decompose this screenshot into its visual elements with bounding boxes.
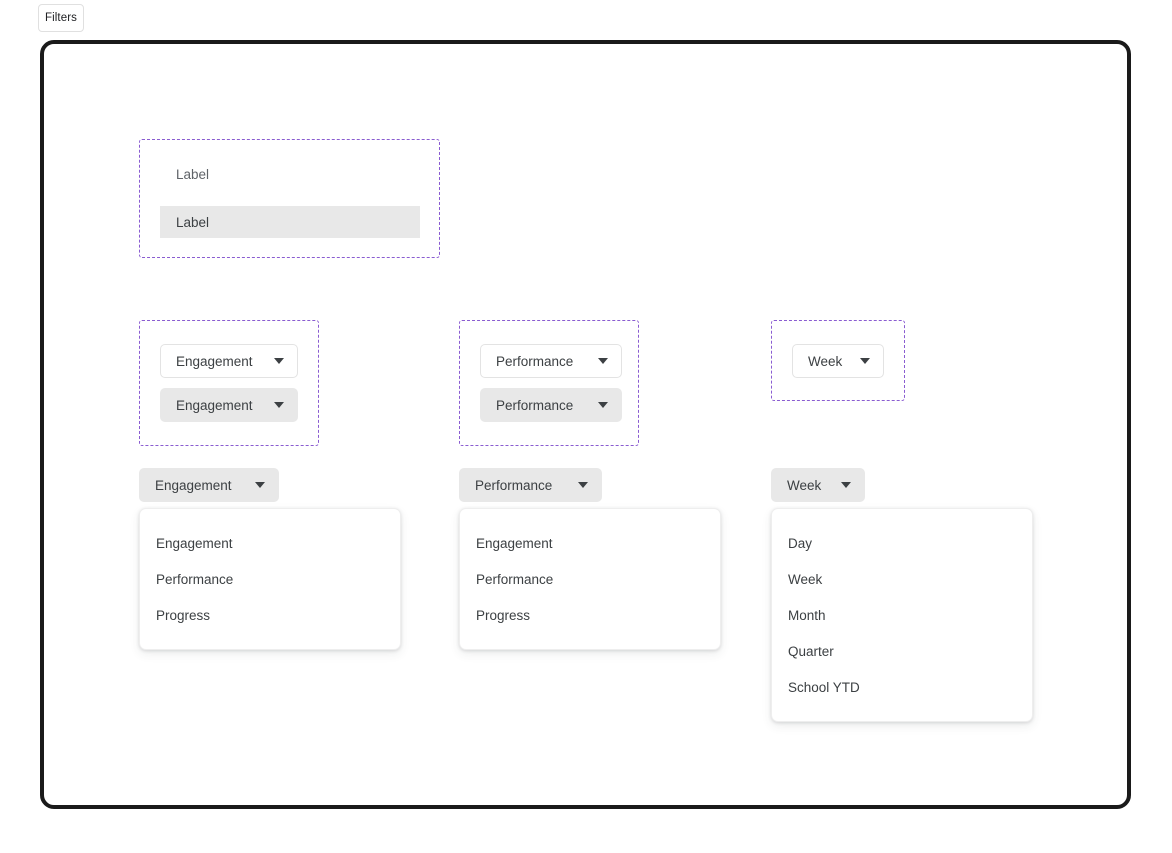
engagement-dropdown-menu: Engagement Performance Progress [139, 508, 401, 650]
chevron-down-icon [841, 482, 851, 488]
menu-item-label: Quarter [788, 643, 834, 659]
engagement-dropdown-hover[interactable]: Engagement [160, 388, 298, 422]
chevron-down-icon [598, 358, 608, 364]
performance-dropdown-hover[interactable]: Performance [480, 388, 622, 422]
chevron-down-icon [274, 402, 284, 408]
chevron-down-icon [578, 482, 588, 488]
menu-item-label: Progress [476, 607, 531, 623]
week-dropdown-open-label: Week [787, 477, 822, 493]
menu-item[interactable]: Day [772, 525, 1032, 561]
week-dropdown-default[interactable]: Week [792, 344, 884, 378]
performance-dropdown-open-label: Performance [475, 477, 553, 493]
performance-dropdown-open-trigger[interactable]: Performance [459, 468, 602, 502]
filters-tab-button[interactable]: Filters [38, 4, 84, 32]
annotation-group-engagement [139, 320, 319, 446]
chevron-down-icon [598, 402, 608, 408]
label-row-selected[interactable]: Label [160, 206, 420, 238]
menu-item[interactable]: Month [772, 597, 1032, 633]
menu-item[interactable]: Performance [140, 561, 400, 597]
annotation-group-label-stack [139, 139, 440, 258]
filters-tab-label: Filters [44, 12, 77, 24]
engagement-dropdown-open-trigger[interactable]: Engagement [139, 468, 279, 502]
performance-dropdown-menu: Engagement Performance Progress [459, 508, 721, 650]
performance-dropdown-default-label: Performance [496, 353, 574, 369]
menu-item-label: Engagement [156, 535, 233, 551]
menu-item-label: Performance [156, 571, 234, 587]
performance-dropdown-hover-label: Performance [496, 397, 574, 413]
menu-item[interactable]: Quarter [772, 633, 1032, 669]
menu-item[interactable]: Progress [460, 597, 720, 633]
menu-item[interactable]: Week [772, 561, 1032, 597]
menu-item[interactable]: Progress [140, 597, 400, 633]
menu-item[interactable]: School YTD [772, 669, 1032, 705]
menu-item[interactable]: Performance [460, 561, 720, 597]
engagement-dropdown-hover-label: Engagement [176, 397, 253, 413]
label-row-default-text: Label [176, 166, 210, 182]
menu-item-label: Engagement [476, 535, 553, 551]
menu-item-label: Performance [476, 571, 554, 587]
menu-item-label: Day [788, 535, 813, 551]
menu-item-label: Week [788, 571, 823, 587]
engagement-dropdown-default-label: Engagement [176, 353, 253, 369]
menu-item[interactable]: Engagement [140, 525, 400, 561]
label-row-selected-text: Label [176, 214, 210, 230]
annotation-group-week [771, 320, 905, 401]
annotation-group-performance [459, 320, 639, 446]
week-dropdown-menu: Day Week Month Quarter School YTD [771, 508, 1033, 722]
label-row-default[interactable]: Label [160, 158, 420, 190]
week-dropdown-default-label: Week [808, 353, 843, 369]
chevron-down-icon [255, 482, 265, 488]
menu-item-label: Month [788, 607, 826, 623]
engagement-dropdown-default[interactable]: Engagement [160, 344, 298, 378]
chevron-down-icon [860, 358, 870, 364]
performance-dropdown-default[interactable]: Performance [480, 344, 622, 378]
week-dropdown-open-trigger[interactable]: Week [771, 468, 865, 502]
menu-item-label: Progress [156, 607, 211, 623]
engagement-dropdown-open-label: Engagement [155, 477, 232, 493]
menu-item-label: School YTD [788, 679, 860, 695]
chevron-down-icon [274, 358, 284, 364]
menu-item[interactable]: Engagement [460, 525, 720, 561]
